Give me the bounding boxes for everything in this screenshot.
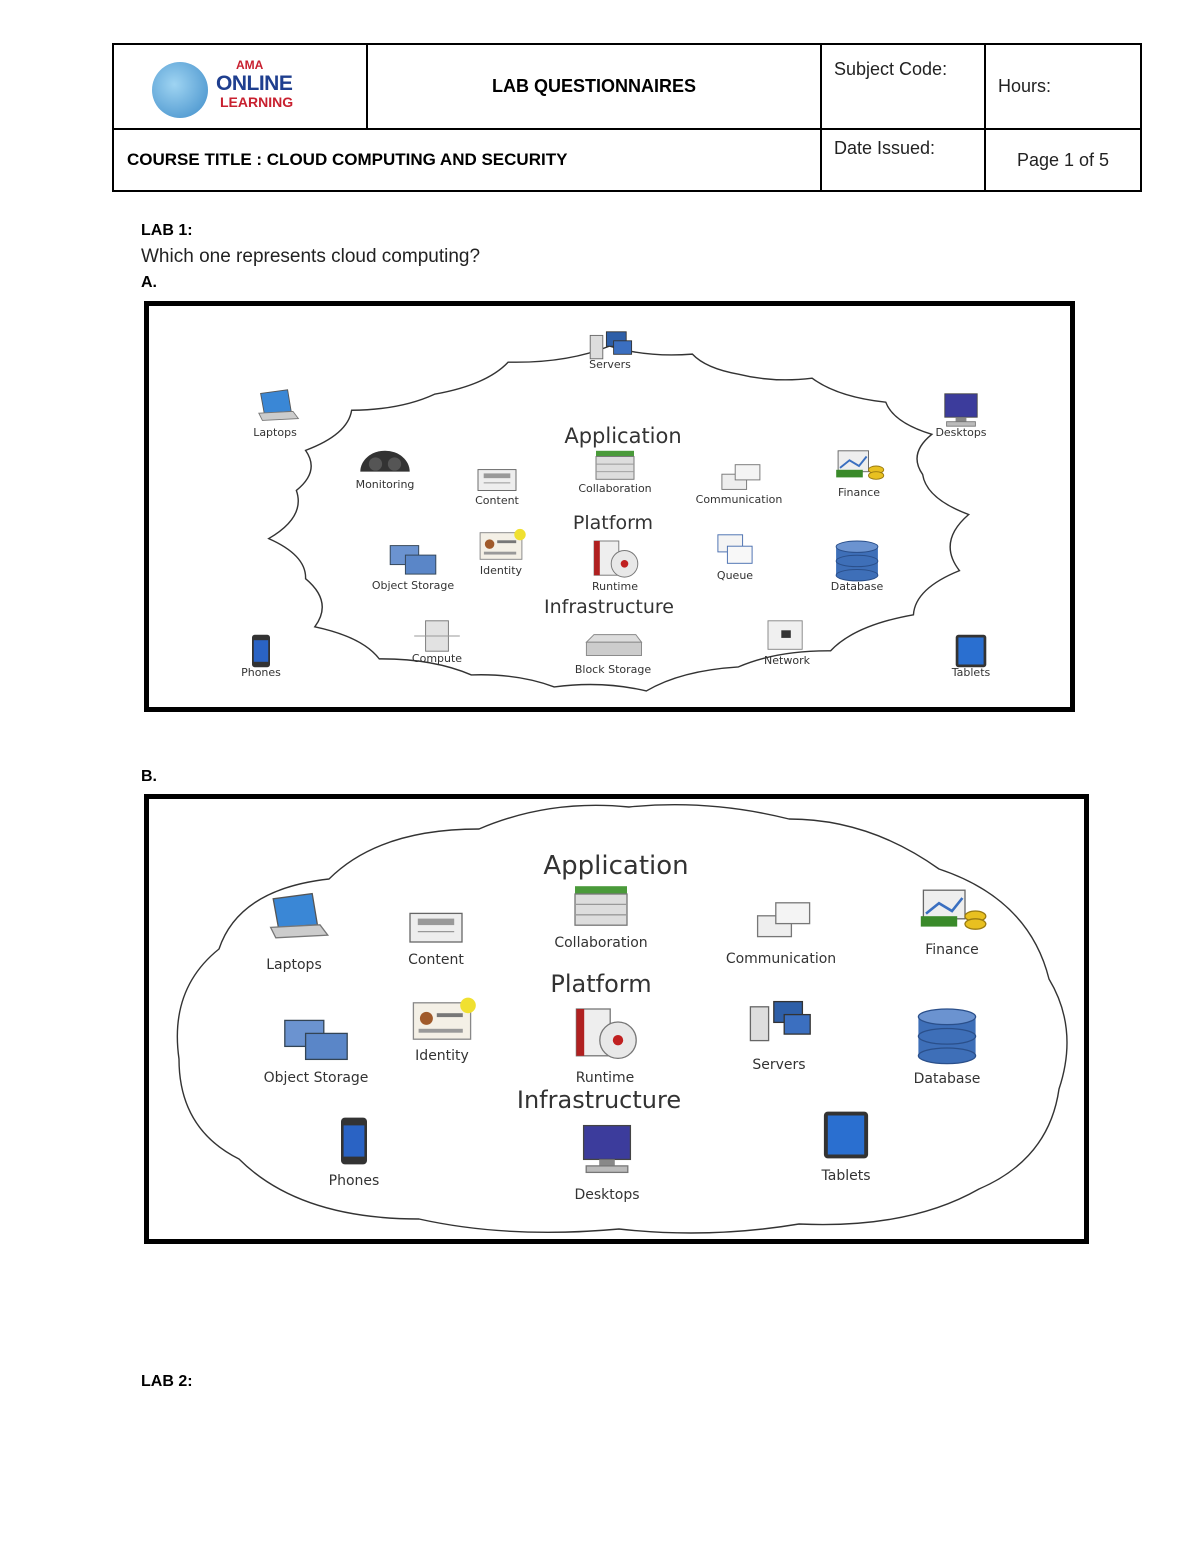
laptops-icon <box>269 892 330 939</box>
label-phones: Phones <box>329 1173 380 1189</box>
label-collaboration: Collaboration <box>554 935 647 951</box>
runtime-icon <box>593 540 639 578</box>
label-collaboration: Collaboration <box>578 482 651 495</box>
phones-icon <box>341 1117 367 1165</box>
identity-icon <box>479 528 526 560</box>
database-icon <box>917 1008 977 1065</box>
layer-application: Application <box>543 851 688 881</box>
layer-application: Application <box>564 424 681 448</box>
label-identity: Identity <box>480 564 523 577</box>
label-finance: Finance <box>925 942 979 958</box>
label-communication: Communication <box>696 493 783 506</box>
queue-icon <box>717 534 753 564</box>
desktops-icon <box>582 1124 632 1174</box>
label-object-storage: Object Storage <box>372 579 455 592</box>
servers-icon <box>589 331 633 360</box>
finance-icon <box>920 889 987 930</box>
label-object-storage: Object Storage <box>264 1070 369 1086</box>
logo-brand: AMA <box>236 57 264 72</box>
runtime-icon <box>575 1008 637 1060</box>
collaboration-icon <box>595 450 635 480</box>
label-queue: Queue <box>717 569 753 582</box>
label-servers: Servers <box>589 358 631 371</box>
label-desktops: Desktops <box>574 1187 639 1203</box>
lab1-label: LAB 1: <box>141 222 193 239</box>
identity-icon <box>412 997 476 1040</box>
logo-cell: AMA ONLINE LEARNING <box>112 43 368 130</box>
compute-icon <box>414 620 460 652</box>
lab2-label: LAB 2: <box>141 1373 193 1390</box>
globe-icon <box>152 61 208 118</box>
object-storage-icon <box>284 1019 348 1061</box>
lab1-question: Which one represents cloud computing? <box>141 246 481 267</box>
label-finance: Finance <box>838 486 880 499</box>
finance-icon <box>836 450 885 480</box>
label-laptops: Laptops <box>266 957 322 973</box>
layer-platform: Platform <box>550 970 651 998</box>
logo-subtext: LEARNING <box>220 93 294 110</box>
label-content: Content <box>475 494 519 507</box>
content-icon <box>477 469 517 491</box>
label-database: Database <box>914 1071 981 1087</box>
label-monitoring: Monitoring <box>356 478 415 491</box>
label-tablets: Tablets <box>821 1168 871 1184</box>
database-icon <box>835 540 879 582</box>
object-storage-icon <box>389 545 437 575</box>
block-storage-icon <box>585 634 643 656</box>
logo-text: ONLINE <box>216 71 293 95</box>
label-communication: Communication <box>726 951 836 967</box>
label-block-storage: Block Storage <box>575 663 652 676</box>
content-icon <box>409 912 463 943</box>
online-learning-logo: AMA ONLINE LEARNING <box>150 56 350 118</box>
desktops-icon <box>944 393 978 427</box>
hours-label: Hours: <box>984 43 1142 130</box>
course-title: COURSE TITLE : CLOUD COMPUTING AND SECUR… <box>112 128 822 192</box>
communication-icon <box>756 902 811 938</box>
page-number: Page 1 of 5 <box>984 128 1142 192</box>
label-runtime: Runtime <box>592 580 638 593</box>
option-b-label: B. <box>141 768 157 785</box>
label-identity: Identity <box>415 1048 469 1064</box>
option-a-label: A. <box>141 274 157 291</box>
collaboration-icon <box>574 886 628 926</box>
label-database: Database <box>831 580 884 593</box>
label-compute: Compute <box>412 652 462 665</box>
label-network: Network <box>764 654 811 667</box>
subject-code-label: Subject Code: <box>820 43 986 130</box>
laptops-icon <box>258 389 300 421</box>
layer-platform: Platform <box>573 512 653 534</box>
tablets-icon <box>955 634 987 668</box>
communication-icon <box>721 464 761 490</box>
phones-icon <box>252 634 270 668</box>
label-servers: Servers <box>752 1057 805 1073</box>
servers-icon <box>749 1000 811 1042</box>
network-icon <box>767 620 803 650</box>
layer-infrastructure: Infrastructure <box>544 596 674 618</box>
monitoring-icon <box>360 450 410 472</box>
label-runtime: Runtime <box>576 1070 634 1086</box>
tablets-icon <box>823 1111 869 1159</box>
date-issued-label: Date Issued: <box>820 128 986 192</box>
label-tablets: Tablets <box>951 666 991 679</box>
document-title: LAB QUESTIONNAIRES <box>366 43 822 130</box>
header-table: AMA ONLINE LEARNING LAB QUESTIONNAIRES S… <box>112 43 1142 192</box>
label-content: Content <box>408 952 464 968</box>
label-phones: Phones <box>241 666 281 679</box>
layer-infrastructure: Infrastructure <box>517 1086 681 1114</box>
label-laptops: Laptops <box>253 426 297 439</box>
label-desktops: Desktops <box>935 426 986 439</box>
